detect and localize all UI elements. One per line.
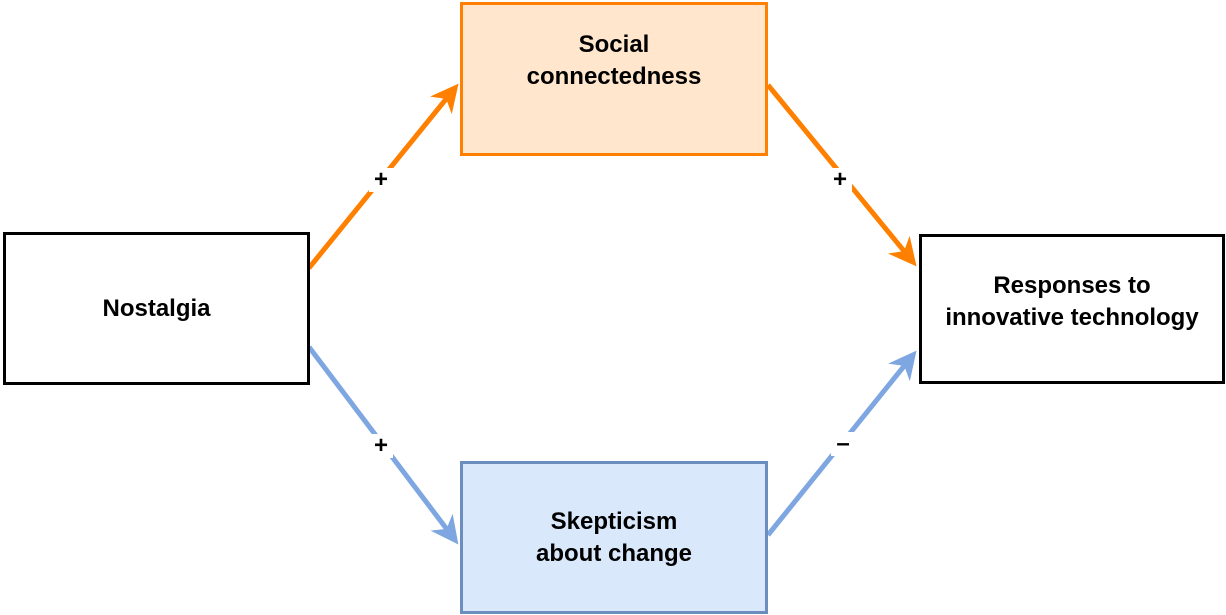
edge-sign-nostalgia-skepticism: +	[369, 434, 393, 458]
node-skepticism-about-change: Skepticism about change	[460, 461, 768, 614]
node-label: Nostalgia	[102, 294, 211, 322]
node-responses-to-innovative-technology: Responses to innovative technology	[919, 234, 1225, 384]
node-nostalgia: Nostalgia	[3, 232, 310, 385]
node-label: Skepticism about change	[535, 507, 692, 567]
node-label: Responses to innovative technology	[945, 272, 1199, 331]
node-label: Social connectedness	[526, 31, 702, 90]
edge-sign-nostalgia-social: +	[369, 168, 393, 192]
node-social-connectedness: Social connectedness	[460, 2, 768, 156]
edge-sign-social-responses: +	[828, 168, 852, 192]
edge-sign-skepticism-responses: –	[831, 432, 855, 456]
